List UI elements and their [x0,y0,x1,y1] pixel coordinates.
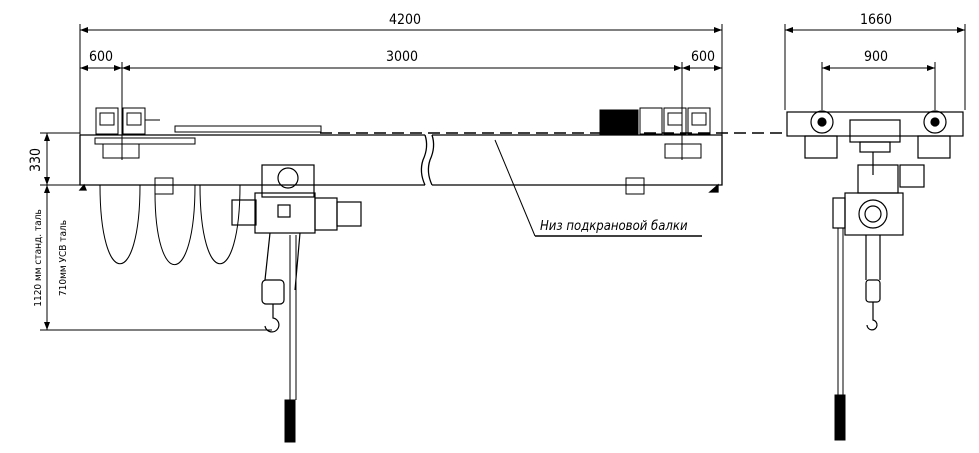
dim-1120-label: 1120 мм станд. таль [33,209,44,307]
dim-710-label: 710мм УСВ таль [58,220,69,296]
dim-3000-label: 3000 [386,49,418,65]
end-plate [94,137,196,145]
annotation-girder-bottom: Низ подкрановой балки [494,139,702,237]
dimension-wheel-gauge: 900 [821,49,936,110]
left-end-carriage [95,107,160,159]
side-pendant-control [834,228,846,441]
extension-lines [79,24,723,160]
conductor-rail [174,125,322,133]
dim-330-label: 330 [28,148,44,172]
electric-hoist [231,164,362,333]
dim-right-600-label: 600 [691,49,715,65]
festoon-cable [99,184,241,266]
dim-900-label: 900 [864,49,888,65]
dim-1660-label: 1660 [860,12,892,28]
dimension-beam-height: 330 [28,132,80,186]
dimension-hook-height: 1120 мм станд. таль 710мм УСВ таль [33,185,272,331]
main-girder [78,134,723,193]
annotation-label: Низ подкрановой балки [540,219,688,234]
side-view-crane [786,110,964,331]
festoon-clamp [154,177,174,195]
dimension-sub-spans: 600 3000 600 [80,49,722,71]
dimension-side-width: 1660 [784,12,966,110]
pendant-control [284,235,297,443]
dim-4200-label: 4200 [389,12,421,28]
right-end-carriage [599,107,711,159]
dim-left-600-label: 600 [89,49,113,65]
girder-bracket [625,177,645,195]
dimension-total-span: 4200 [80,12,722,33]
